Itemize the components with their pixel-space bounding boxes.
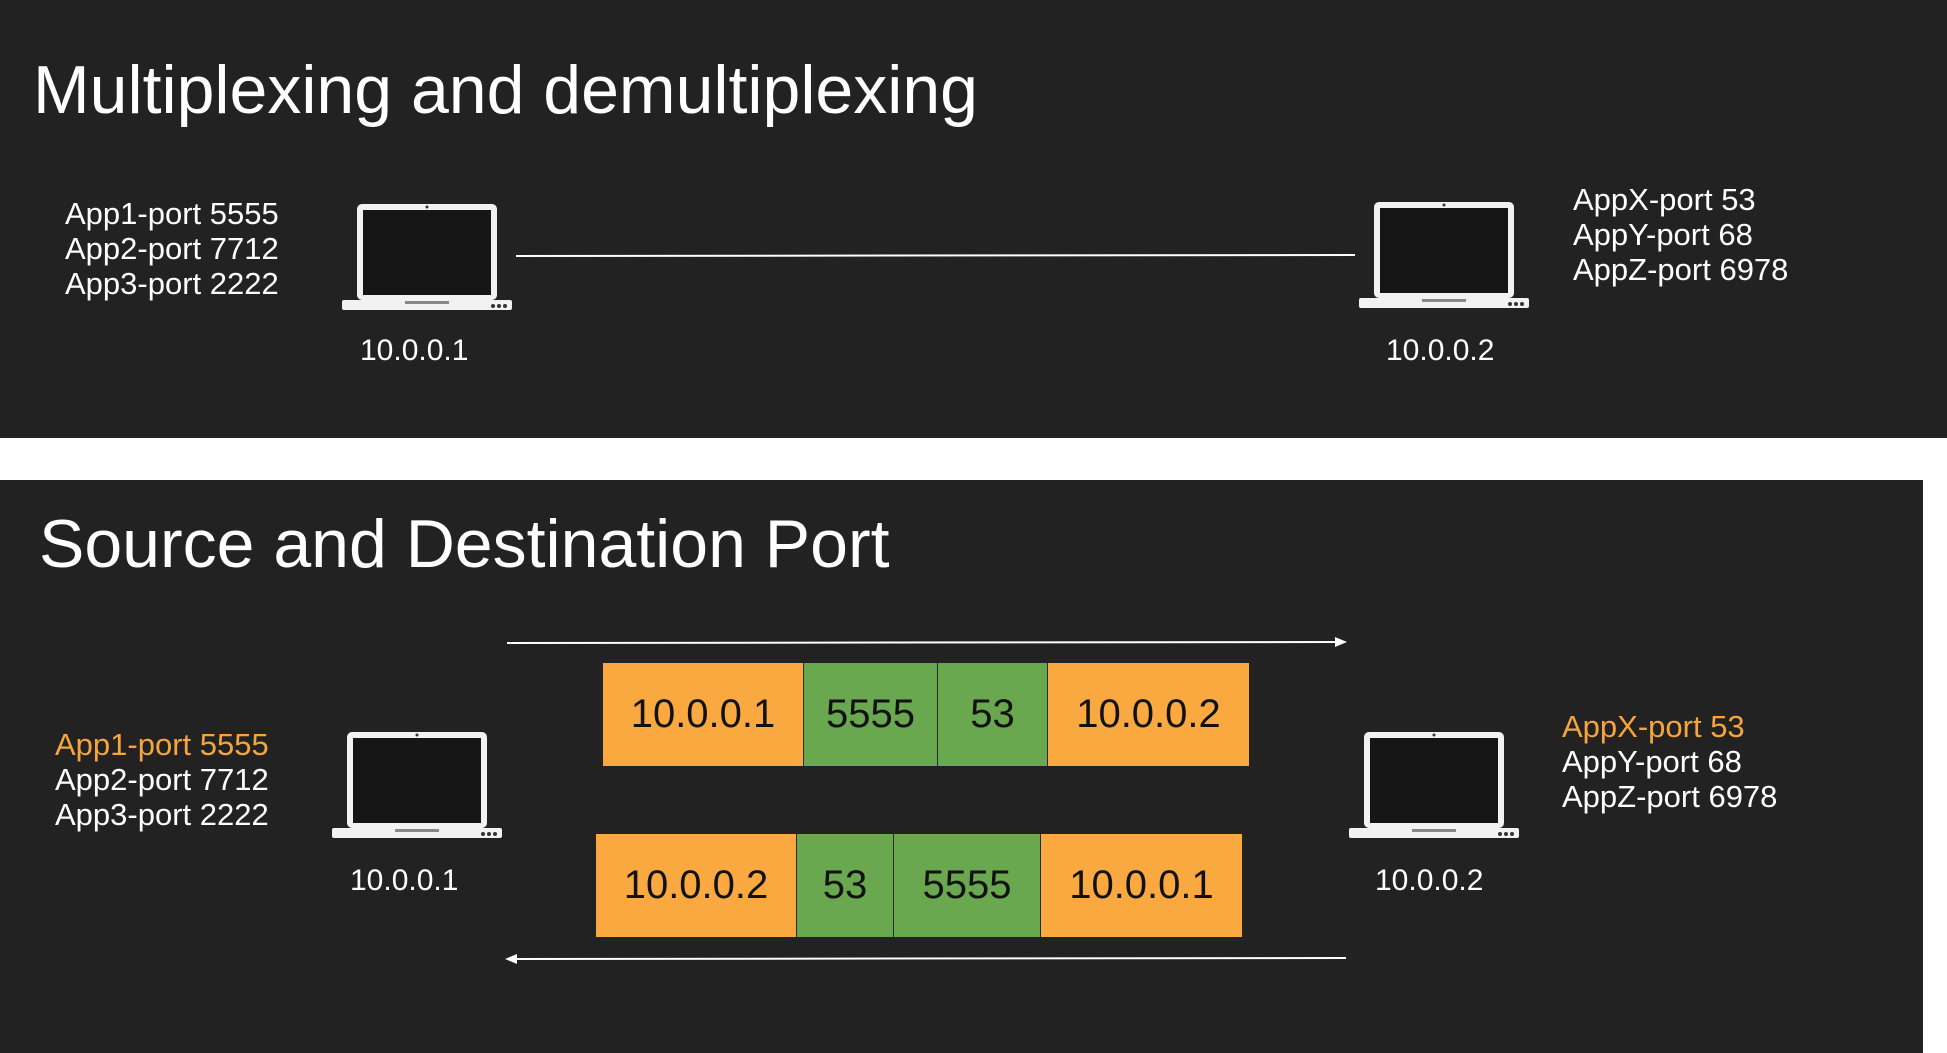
app-port-label-highlighted: AppX-port 53 [1562,709,1745,744]
app-port-label: AppZ-port 6978 [1573,252,1789,287]
left-arrow-icon [505,954,1347,964]
packet-return: 10.0.0.2 53 5555 10.0.0.1 [596,834,1242,937]
app-port-label: AppY-port 68 [1573,217,1753,252]
app-port-label: App3-port 2222 [65,266,279,301]
slide-multiplexing: Multiplexing and demultiplexing App1-por… [0,0,1947,438]
laptop-icon [342,204,512,310]
laptop-icon [1359,202,1529,308]
packet-field-source-ip: 10.0.0.2 [596,834,797,937]
slide-title: Source and Destination Port [39,506,890,582]
app-port-label: App2-port 7712 [65,231,279,266]
packet-field-source-ip: 10.0.0.1 [603,663,804,766]
packet-field-destination-ip: 10.0.0.1 [1041,834,1242,937]
packet-field-source-port: 53 [797,834,894,937]
right-app-list: AppX-port 53 AppY-port 68 AppZ-port 6978 [1562,709,1777,814]
laptop-icon [1349,732,1519,838]
slide-source-destination-port: Source and Destination Port 10.0.0.1 555… [0,480,1923,1053]
left-app-list: App1-port 5555 App2-port 7712 App3-port … [55,727,269,832]
right-app-list: AppX-port 53 AppY-port 68 AppZ-port 6978 [1573,182,1788,287]
slide-title: Multiplexing and demultiplexing [33,52,978,128]
app-port-label: App1-port 5555 [65,196,279,231]
app-port-label: App3-port 2222 [55,797,269,832]
app-port-label: AppX-port 53 [1573,182,1756,217]
left-app-list: App1-port 5555 App2-port 7712 App3-port … [65,196,279,301]
app-port-label-highlighted: App1-port 5555 [55,727,269,762]
packet-field-destination-port: 53 [938,663,1048,766]
app-port-label: AppZ-port 6978 [1562,779,1778,814]
host-ip: 10.0.0.1 [350,864,459,897]
packet-field-destination-port: 5555 [894,834,1041,937]
network-link [516,254,1356,257]
packet-field-source-port: 5555 [804,663,938,766]
laptop-icon [332,732,502,838]
packet-forward: 10.0.0.1 5555 53 10.0.0.2 [603,663,1249,766]
host-ip: 10.0.0.2 [1375,864,1484,897]
right-arrow-icon [506,637,1347,647]
packet-field-destination-ip: 10.0.0.2 [1048,663,1249,766]
app-port-label: App2-port 7712 [55,762,269,797]
app-port-label: AppY-port 68 [1562,744,1742,779]
host-ip: 10.0.0.2 [1386,334,1495,367]
host-ip: 10.0.0.1 [360,334,469,367]
